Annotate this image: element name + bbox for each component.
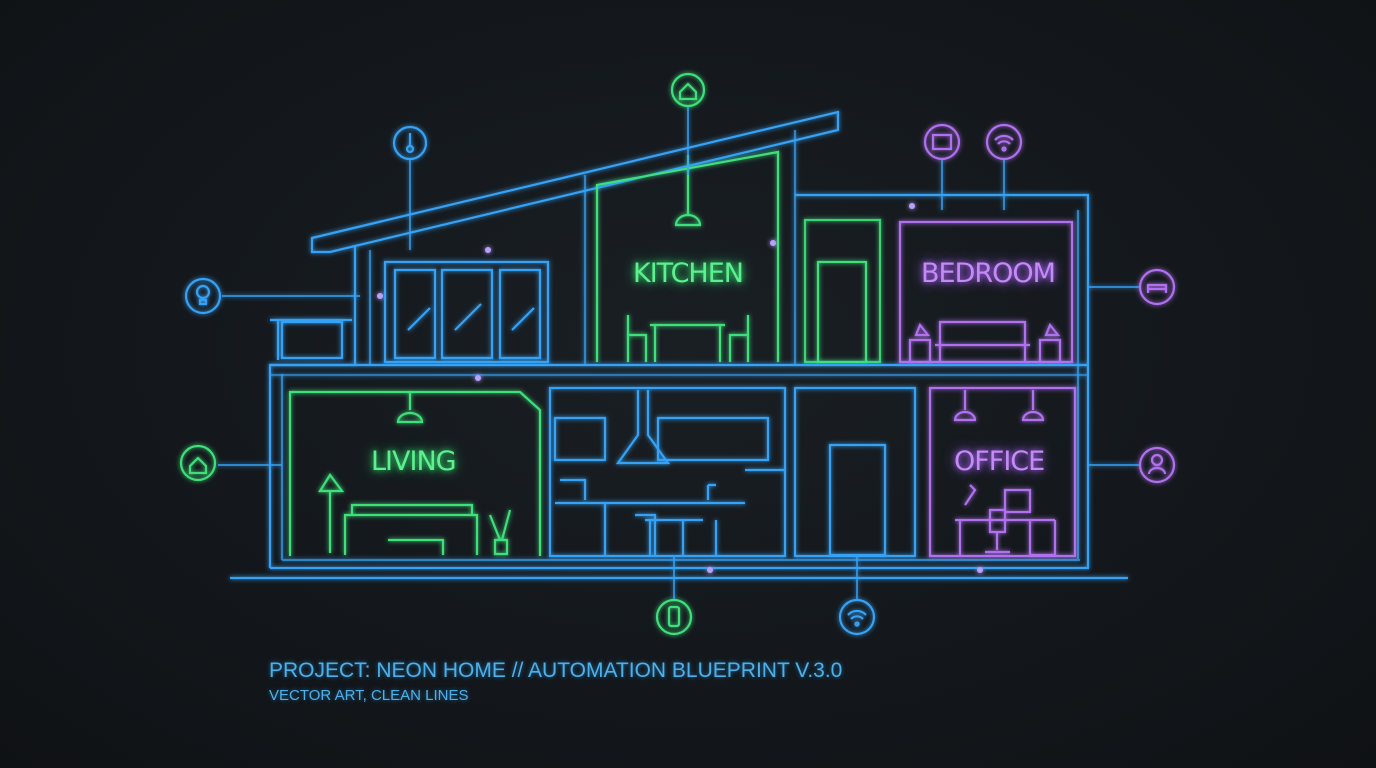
wifi-icon[interactable]: [838, 598, 876, 636]
smartphone-icon[interactable]: [655, 598, 693, 636]
kitchen-lower-room: [548, 386, 787, 558]
bed-icon[interactable]: [1138, 268, 1176, 306]
living-label: LIVING: [371, 446, 457, 477]
home-icon[interactable]: [670, 72, 706, 108]
hallway-room: [793, 386, 917, 558]
lightbulb-icon[interactable]: [184, 277, 222, 315]
caption-title: PROJECT: NEON HOME // AUTOMATION BLUEPRI…: [269, 659, 843, 682]
door-room: [803, 218, 882, 364]
home-icon[interactable]: [179, 444, 217, 482]
kitchen-label: KITCHEN: [633, 258, 744, 289]
house-outline: [268, 193, 1090, 570]
roof: [310, 110, 840, 254]
caption-subtitle: VECTOR ART, CLEAN LINES: [269, 687, 469, 704]
thermometer-icon[interactable]: [392, 125, 428, 161]
office-room: [928, 386, 1077, 558]
wifi-icon[interactable]: [985, 123, 1023, 161]
office-label: OFFICE: [954, 446, 1045, 477]
bedroom-label: BEDROOM: [921, 258, 1056, 289]
window-room: [383, 260, 550, 364]
person-icon[interactable]: [1138, 446, 1176, 484]
living-room: [288, 390, 542, 556]
panel-icon[interactable]: [923, 123, 961, 161]
bedroom-room: [898, 220, 1074, 364]
